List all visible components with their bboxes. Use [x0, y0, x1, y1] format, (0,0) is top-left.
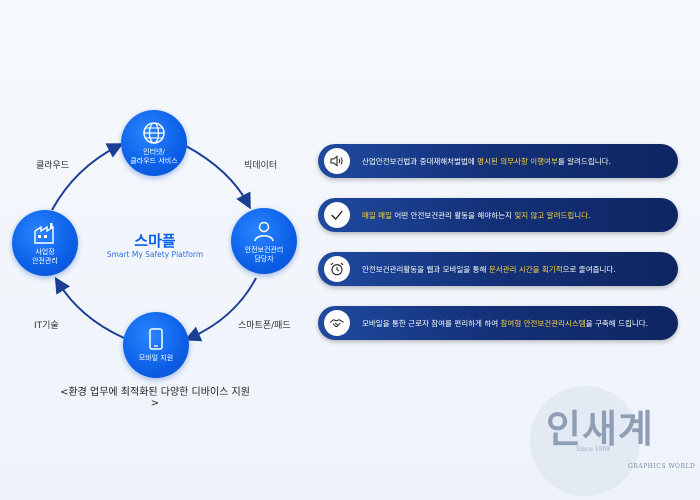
node-workplace-safety: 사업장 안전관리 — [12, 210, 78, 276]
node-label: 사업장 안전관리 — [32, 247, 58, 265]
arrow-bottom-left — [54, 276, 125, 339]
cycle-arrows — [51, 143, 257, 342]
edge-label-bigdata: 빅데이터 — [244, 161, 278, 171]
platform-title: 스마플 — [134, 232, 176, 250]
feature-bar-3: 안전보건관리활동을 웹과 모바일을 통해 문서관리 시간을 획기적으로 줄여줍니… — [318, 252, 678, 286]
feature-post: 으로 줄여줍니다. — [562, 264, 616, 274]
node-internet-cloud: 인터넷/ 클라우드 서비스 — [121, 110, 187, 176]
feature-icon-circle — [324, 148, 350, 174]
arrow-top-right — [185, 145, 251, 210]
node-label: 인터넷/ 클라우드 서비스 — [130, 147, 178, 165]
factory-icon — [34, 222, 54, 244]
feature-highlight: 참여형 안전보건관리시스템 — [500, 318, 586, 328]
feature-icon-circle — [324, 202, 350, 228]
watermark-since: Since 1969 — [576, 446, 610, 453]
alarm-clock-icon — [330, 262, 344, 276]
watermark-brand: GRAPHICS WORLD — [628, 463, 696, 470]
handshake-icon — [330, 319, 344, 328]
arrow-right-bottom — [184, 277, 257, 342]
person-icon — [254, 221, 274, 241]
feature-highlight: 잊지 않고 알려드립니다. — [514, 210, 591, 220]
node-safety-manager: 안전보건관리 담당자 — [231, 208, 297, 274]
edge-label-smartphone-pad: 스마트폰/패드 — [238, 321, 291, 331]
platform-subtitle: Smart My Safety Platform — [106, 250, 204, 259]
feature-bar-2: 매일 매일 어떤 안전보건관리 활동을 해야하는지 잊지 않고 알려드립니다. — [318, 198, 678, 232]
feature-highlight: 문서관리 시간을 획기적 — [488, 264, 563, 274]
feature-post: 을 구축해 드립니다. — [585, 318, 649, 328]
feature-post: 를 알려드립니다. — [557, 156, 611, 166]
smartphone-icon — [149, 328, 163, 350]
feature-icon-circle — [324, 310, 350, 336]
feature-highlight: 명시된 의무사항 이행여부 — [477, 156, 558, 166]
edge-label-it-tech: IT기술 — [34, 321, 59, 331]
check-icon — [331, 210, 343, 220]
feature-text: 모바일을 통한 근로자 참여를 편리하게 하여 참여형 안전보건관리시스템을 구… — [362, 318, 648, 329]
watermark-logo: 인새계 — [546, 407, 654, 451]
feature-bar-4: 모바일을 통한 근로자 참여를 편리하게 하여 참여형 안전보건관리시스템을 구… — [318, 306, 678, 340]
feature-pre: 어떤 안전보건관리 활동을 해야하는지 — [391, 210, 515, 220]
watermark-circle — [530, 386, 640, 496]
feature-bar-1: 산업안전보건법과 중대재해처벌법에 명시된 의무사항 이행여부를 알려드립니다. — [318, 144, 678, 178]
edge-label-cloud: 클라우드 — [36, 161, 70, 171]
feature-icon-circle — [324, 256, 350, 282]
node-mobile-support: 모바일 지원 — [123, 312, 189, 378]
diagram-caption: <환경 업무에 최적화된 다양한 디바이스 지원> — [60, 387, 250, 409]
feature-lead: 매일 매일 — [362, 210, 392, 220]
speaker-icon — [330, 155, 343, 167]
feature-pre: 안전보건관리활동을 웹과 모바일을 통해 — [362, 264, 489, 274]
node-label: 모바일 지원 — [138, 354, 174, 362]
feature-text: 안전보건관리활동을 웹과 모바일을 통해 문서관리 시간을 획기적으로 줄여줍니… — [362, 264, 616, 275]
feature-text: 매일 매일 어떤 안전보건관리 활동을 해야하는지 잊지 않고 알려드립니다. — [362, 210, 590, 221]
feature-text: 산업안전보건법과 중대재해처벌법에 명시된 의무사항 이행여부를 알려드립니다. — [362, 156, 611, 167]
node-label: 안전보건관리 담당자 — [244, 245, 284, 263]
feature-pre: 산업안전보건법과 중대재해처벌법에 — [362, 156, 478, 166]
arrow-left-top — [51, 143, 124, 211]
globe-icon — [143, 121, 165, 144]
feature-pre: 모바일을 통한 근로자 참여를 편리하게 하여 — [362, 318, 501, 328]
